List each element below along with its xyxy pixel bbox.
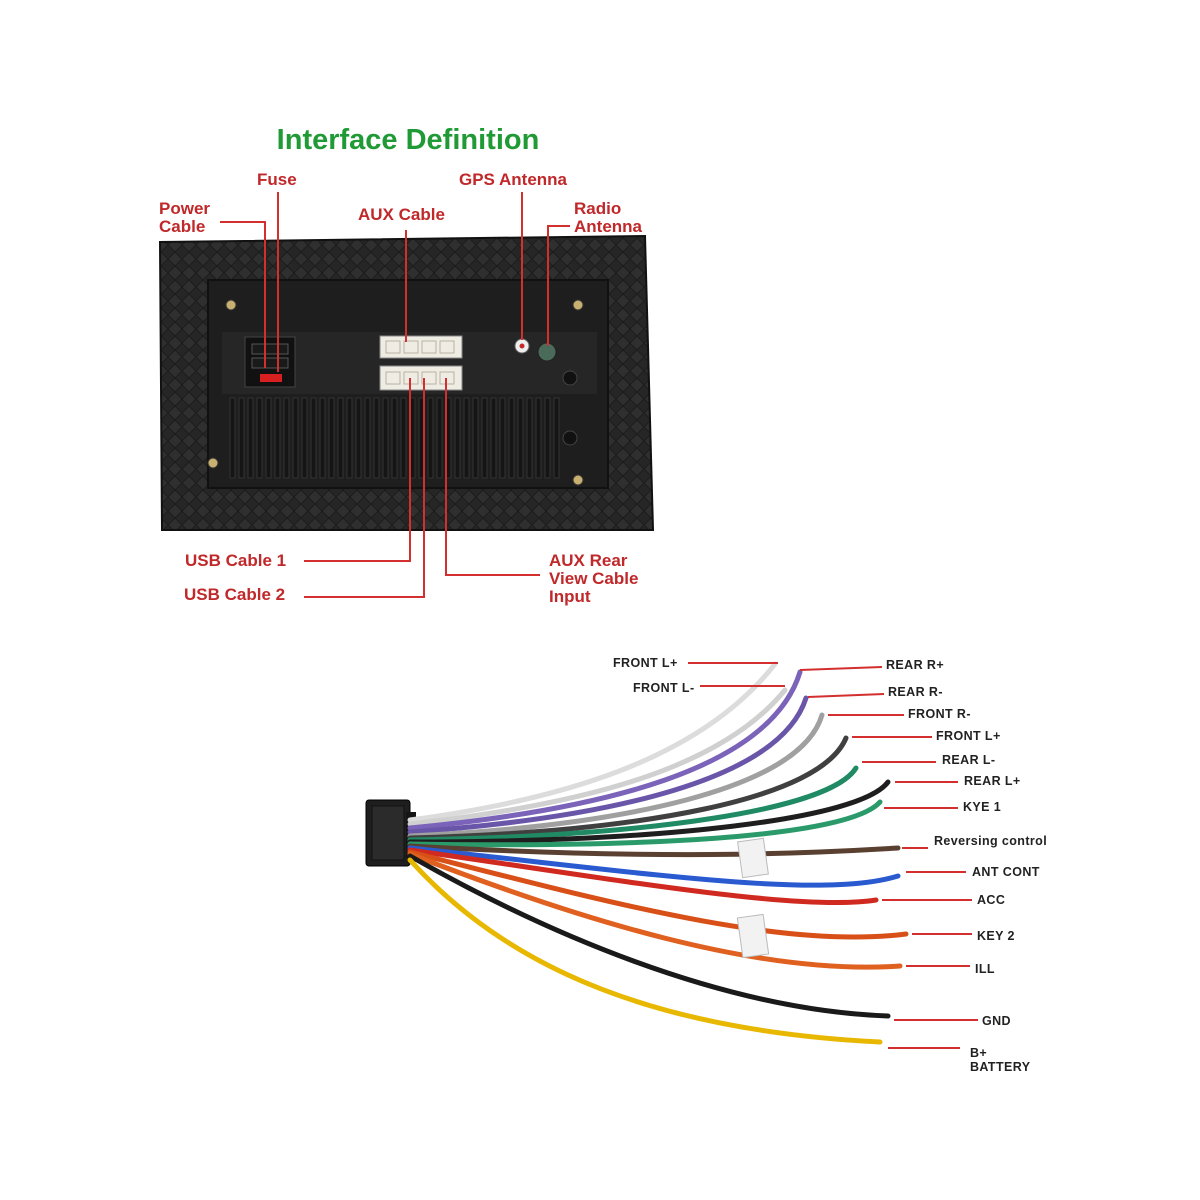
label-aux-cable: AUX Cable [358,205,445,224]
wire-key-2 [407,849,909,940]
wire-label-gnd: GND [982,1014,1011,1028]
label-fuse: Fuse [257,170,297,189]
wire-label-key-2: KEY 2 [977,929,1015,943]
wire-label-ant-cont: ANT CONT [972,865,1040,879]
wire-ill [407,851,903,970]
wire-front-r-minus [407,712,825,839]
wire-label-rear-r-plus: REAR R+ [886,658,945,672]
wire-label-front-r-minus: FRONT R- [908,707,971,721]
wire-label-kye-1: KYE 1 [963,800,1002,814]
wire-front-l-plus [407,735,849,841]
wire-front-l-plus-top [407,661,778,823]
wire-label-front-l-minus: FRONT L- [633,681,695,695]
wire-gnd [407,853,891,1019]
wire-ant-cont [407,845,901,888]
wire-tag [737,837,769,879]
wire-label-ill: ILL [975,962,995,976]
label-usb-cable-2: USB Cable 2 [184,585,286,604]
wire-rear-r-minus [407,695,809,835]
wire-label-reversing-control: Reversing control [934,834,1048,848]
wire-front-l-minus [407,687,788,827]
wire-label-rear-l-plus: REAR L+ [964,774,1021,788]
diagram-title: Interface Definition [276,124,540,156]
label-usb-cable-1: USB Cable 1 [185,551,287,570]
leader-lines-top [220,192,570,372]
wire-label-front-l-plus-top: FRONT L+ [613,656,678,670]
wire-harness [365,661,909,1045]
wire-label-rear-r-minus: REAR R- [888,685,943,699]
wire-rear-l-plus [407,779,891,845]
wire-kye-1 [407,799,883,848]
wire-rear-r-plus [407,669,803,831]
wire-label-b-plus: B+ [970,1046,988,1060]
heat-sink [229,397,560,479]
head-unit-back-panel [158,234,655,531]
leader-lines-bottom [304,378,540,598]
wire-tag [736,913,770,959]
wire-b-plus [407,857,883,1045]
wire-acc [407,847,879,906]
wire-reversing-control [407,843,901,858]
wire-label-front-l-plus: FRONT L+ [936,729,1001,743]
wire-label-rear-l-minus: REAR L- [942,753,996,767]
wire-rear-l-minus [407,765,859,843]
wire-label-battery: BATTERY [970,1060,1031,1074]
wire-label-acc: ACC [977,893,1006,907]
label-gps-antenna: GPS Antenna [459,170,567,189]
leader-lines-wires [688,662,978,1049]
